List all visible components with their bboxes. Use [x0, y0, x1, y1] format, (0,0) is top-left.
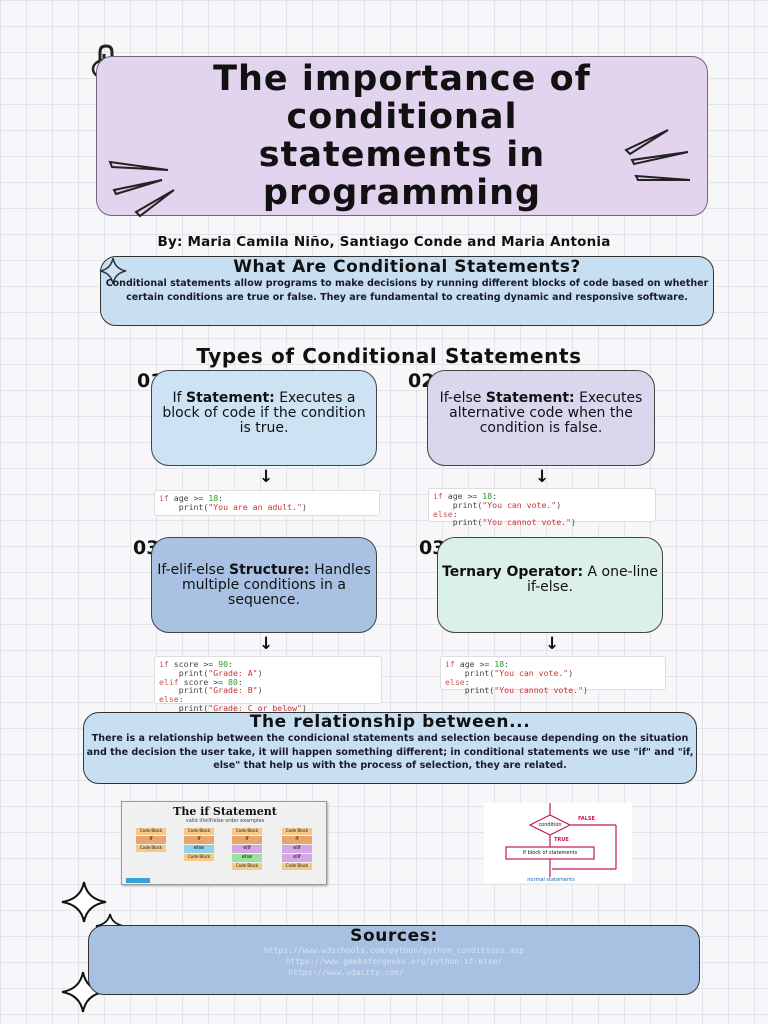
type-card-if [151, 370, 377, 466]
if-cell: Code Block [282, 863, 312, 870]
relationship-box [83, 712, 697, 784]
type-card-ternary [437, 537, 663, 633]
if-cell: elif [232, 845, 262, 853]
flowchart-image: FALSE condition TRUE If block of stateme… [484, 803, 632, 883]
if-cell: Code Block [232, 863, 262, 870]
source-link[interactable]: https://www.w3schools.com/python/python_… [263, 946, 525, 955]
code-sample-if-elif-else: if score >= 90: print("Grade: A") elif s… [154, 656, 382, 712]
if-cell: else [232, 854, 262, 862]
flow-normal: normal statements [527, 877, 575, 883]
code-sample-ternary: if age >= 18: print("You can vote.") els… [440, 656, 666, 695]
what-are-title: What Are Conditional Statements? [233, 257, 581, 277]
what-are-text: Conditional statements allow programs to… [105, 278, 709, 303]
arrow-down-icon: ↓ [545, 634, 560, 654]
source-link[interactable]: https://www.geeksforgeeks.org/python-if-… [285, 957, 503, 966]
if-image-grid: Code Block Code Block Code Block Code Bl… [136, 828, 316, 874]
if-cell: Code Block [282, 828, 312, 835]
arrow-down-icon: ↓ [259, 467, 274, 487]
if-cell: elif [282, 845, 312, 853]
code-sample-if-else: if age >= 18: print("You can vote.") els… [428, 488, 656, 527]
type-card-if-else [427, 370, 655, 466]
if-cell: else [184, 845, 214, 853]
logo-icon [126, 878, 150, 883]
sparkle-icon [61, 881, 107, 923]
sparkle-icon [99, 257, 127, 285]
if-statement-image: The if Statement valid if/elif/else orde… [121, 801, 327, 885]
burst-left-icon [108, 160, 175, 218]
arrow-down-icon: ↓ [259, 634, 274, 654]
flow-true-label: TRUE [554, 837, 569, 843]
if-cell: if [282, 836, 312, 844]
flow-false-label: FALSE [578, 816, 595, 822]
if-cell: Code Block [184, 854, 214, 861]
if-cell: Code Block [184, 828, 214, 835]
what-are-box [100, 256, 714, 326]
if-cell: if [184, 836, 214, 844]
if-cell: if [232, 836, 262, 844]
type-card-if-elif-else [151, 537, 377, 633]
relationship-text: There is a relationship between the cond… [86, 733, 694, 771]
title-banner [96, 56, 708, 216]
sources-title: Sources: [350, 926, 438, 946]
flow-block: If block of statements [522, 850, 578, 856]
source-link[interactable]: https://www.udacity.com/ [288, 968, 404, 977]
code-sample-if: if age >= 18: print("You are an adult.") [154, 490, 380, 516]
type-card-if-elif-else-text: If-elif-else Structure: Handles multiple… [157, 562, 371, 608]
relationship-title: The relationship between... [249, 712, 531, 732]
flow-condition: condition [538, 822, 562, 828]
arrow-down-icon: ↓ [535, 467, 550, 487]
if-image-subtitle: valid if/elif/else order examples [185, 818, 265, 824]
if-cell: if [136, 836, 166, 844]
flowchart-diagram [505, 803, 617, 877]
if-image-title: The if Statement [173, 805, 277, 818]
types-title: Types of Conditional Statements [196, 344, 582, 368]
if-cell: Code Block [232, 828, 262, 835]
if-cell: Code Block [136, 845, 166, 852]
if-cell: Code Block [136, 828, 166, 835]
if-cell: elif [282, 854, 312, 862]
type-card-if-else-text: If-else Statement: Executes alternative … [439, 390, 643, 436]
type-card-if-text: If Statement: Executes a block of code i… [162, 390, 366, 436]
sources-box [88, 925, 700, 995]
page-title: The importance of conditional statements… [213, 59, 591, 213]
authors: By: Maria Camila Niño, Santiago Conde an… [157, 234, 611, 250]
type-card-ternary-text: Ternary Operator: A one-line if-else. [442, 564, 658, 595]
burst-right-icon [624, 129, 691, 181]
